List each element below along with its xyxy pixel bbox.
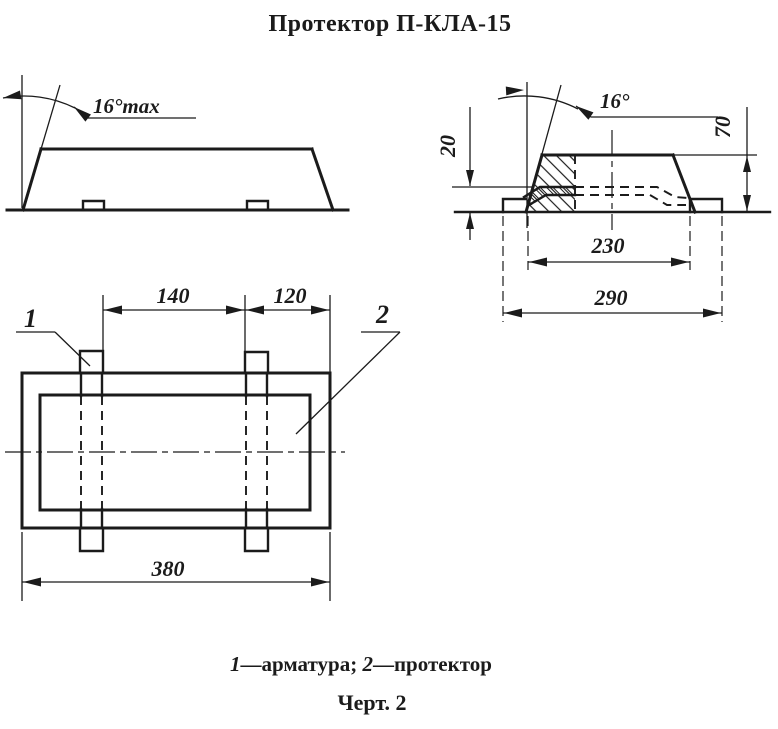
- caption-text-2: —протектор: [372, 652, 492, 676]
- angle-arc: [497, 95, 579, 110]
- plan-view: 140 120 380 1 2: [5, 283, 401, 601]
- strap-tab-top: [78, 349, 105, 375]
- dim-20-label: 20: [435, 135, 460, 158]
- caption-num-1: 1: [230, 652, 241, 676]
- armature-plate-hidden: [575, 194, 686, 206]
- strap-2: [243, 350, 270, 553]
- dim-120-label: 120: [274, 283, 307, 308]
- dim-70: 70: [710, 107, 751, 211]
- armature-tab: [81, 199, 106, 212]
- protector-top-face: [38, 393, 312, 512]
- caption-text-1: —арматура;: [240, 652, 363, 676]
- angle-leader: [575, 105, 718, 118]
- callout-1-label: 1: [24, 304, 37, 333]
- side-view-outline: [5, 147, 350, 212]
- callout-protector: 2: [295, 300, 401, 435]
- armature-tab-section: [688, 197, 724, 214]
- dim-140-120: 140 120: [102, 283, 331, 373]
- arc-arrowhead: [3, 90, 22, 100]
- armature-tab: [245, 199, 270, 212]
- dim-380: 380: [21, 532, 331, 601]
- section-view: 20 70 230 290 16°: [435, 82, 772, 322]
- armature-tab-section: [501, 197, 528, 214]
- dim-140-label: 140: [157, 283, 190, 308]
- callout-armature: 1: [16, 304, 91, 367]
- armature-plate-top: [522, 185, 577, 199]
- side-angle-label: 16°max: [93, 94, 160, 118]
- strap-tab-bottom: [243, 526, 270, 553]
- protector-outer-edge: [20, 371, 332, 530]
- dim-290: 290: [502, 216, 723, 322]
- dim-230-label: 230: [591, 233, 625, 258]
- dim-380-label: 380: [151, 556, 185, 581]
- arc-arrowhead: [505, 86, 524, 96]
- dim-20: 20: [435, 107, 532, 240]
- strap-tab-top: [243, 350, 270, 375]
- figure-number: Черт. 2: [337, 690, 406, 715]
- dim-230: 230: [527, 216, 691, 270]
- callout-2-label: 2: [375, 300, 389, 329]
- angle-leader: [73, 106, 196, 119]
- dim-290-label: 290: [594, 285, 628, 310]
- drawing-title: Протектор П-КЛА-15: [268, 11, 511, 37]
- dim-70-label: 70: [710, 116, 735, 138]
- section-outline: [453, 153, 772, 214]
- strap-tab-bottom: [78, 526, 105, 553]
- figure-caption: 1—арматура; 2—протектор: [230, 652, 492, 676]
- section-angle-label: 16°: [600, 89, 630, 113]
- armature-plate-hidden: [575, 186, 689, 199]
- armature-plate-bottom: [527, 193, 577, 207]
- strap-1: [78, 349, 105, 553]
- side-view: 16°max: [2, 75, 350, 212]
- caption-num-2: 2: [361, 652, 373, 676]
